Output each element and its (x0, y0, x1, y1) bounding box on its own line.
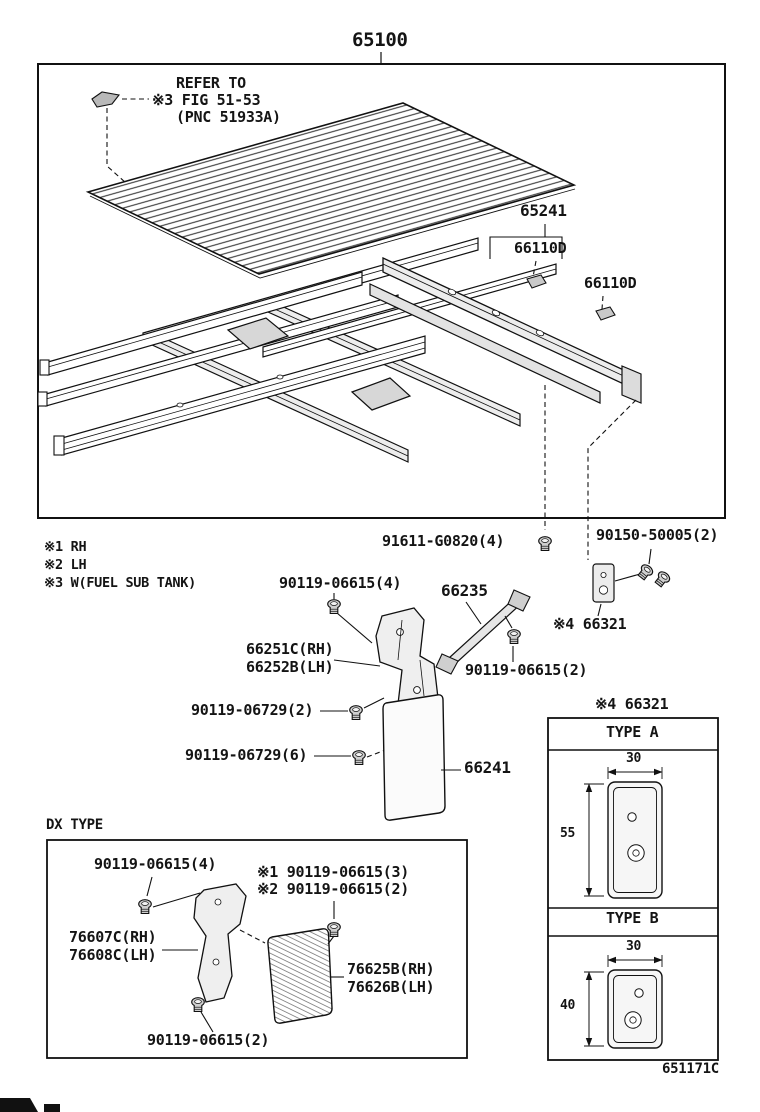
bolt-icon (352, 750, 366, 766)
part-label-66251c[interactable]: 66251C(RH) (246, 640, 334, 658)
part-label-91611-g0820[interactable]: 91611-G0820(4) (382, 532, 505, 550)
part-label-66235[interactable]: 66235 (441, 581, 488, 600)
part-label-66252b[interactable]: 66252B(LH) (246, 658, 334, 676)
mudguard-66241 (382, 694, 446, 821)
type-b-width-dim: 30 (626, 939, 642, 954)
part-label-76608c[interactable]: 76608C(LH) (69, 946, 157, 964)
part-label-66110d-1[interactable]: 66110D (514, 239, 567, 257)
bolt-icon (635, 562, 656, 582)
part-label-66241[interactable]: 66241 (464, 758, 511, 777)
part-label-65241[interactable]: 65241 (520, 201, 567, 220)
part-label-dx-90119-06615-4[interactable]: 90119-06615(4) (94, 855, 217, 873)
leader-65241 (489, 224, 563, 259)
dx-flap-76625b (267, 928, 333, 1024)
figure-number: 651171C (662, 1061, 719, 1077)
part-label-90119-06729-6[interactable]: 90119-06729(6) (185, 746, 308, 764)
clip-brackets-66110d (526, 274, 616, 321)
part-label-66110d-2[interactable]: 66110D (584, 274, 637, 292)
type-a-width-dim: 30 (626, 751, 642, 766)
part-label-76626b[interactable]: 76626B(LH) (347, 978, 435, 996)
refer-note-line3: (PNC 51933A) (176, 108, 281, 126)
legend-item-lh: ※2 LH (44, 557, 87, 573)
plate-66321 (592, 563, 615, 603)
bolt-icon (327, 599, 341, 615)
type-a-header: TYPE A (606, 723, 659, 741)
type-a-height-dim: 55 (560, 826, 576, 841)
bed-floor-panel (85, 102, 577, 279)
part-label-dx-note-2[interactable]: ※2 90119-06615(2) (257, 880, 409, 898)
type-b-plate (584, 955, 663, 1049)
part-label-65100[interactable]: 65100 (352, 29, 408, 51)
part-label-76607c[interactable]: 76607C(RH) (69, 928, 157, 946)
bolt-icon (138, 899, 152, 915)
part-label-90119-06615-2[interactable]: 90119-06615(2) (465, 661, 588, 679)
type-a-plate (584, 767, 663, 899)
part-label-66321-note[interactable]: ※4 66321 (553, 615, 627, 633)
dx-bracket-76607c (193, 883, 247, 1003)
refer-note-line1: REFER TO (176, 74, 246, 92)
bolt-icon (349, 705, 363, 721)
refer-note-line2: ※3 FIG 51-53 (152, 91, 261, 109)
legend-item-fuel-sub-tank: ※3 W(FUEL SUB TANK) (44, 575, 196, 591)
part-label-dx-90119-06615-2[interactable]: 90119-06615(2) (147, 1031, 270, 1049)
plate-detail-panel (547, 717, 719, 1061)
rear-cross-sill-65241 (369, 256, 642, 404)
type-b-height-dim: 40 (560, 998, 576, 1013)
part-label-90150-50005[interactable]: 90150-50005(2) (596, 526, 719, 544)
bolt-icon (191, 997, 205, 1013)
dx-leaders (146, 876, 344, 1033)
part-label-90119-06729-2[interactable]: 90119-06729(2) (191, 701, 314, 719)
legend-item-rh: ※1 RH (44, 539, 87, 555)
page-edge-artifact (0, 1098, 60, 1112)
brace-66235 (435, 589, 531, 675)
part-label-dx-note-1[interactable]: ※1 90119-06615(3) (257, 863, 409, 881)
solid-leaders (314, 548, 652, 771)
bolt-icon (652, 569, 673, 589)
part-label-90119-06615-4[interactable]: 90119-06615(4) (279, 574, 402, 592)
part-label-76625b[interactable]: 76625B(RH) (347, 960, 435, 978)
gusset-brackets (226, 317, 412, 411)
dx-type-section (46, 839, 468, 1059)
bolt-icon (507, 629, 521, 645)
type-b-header: TYPE B (606, 909, 659, 927)
plate-panel-title: ※4 66321 (595, 695, 669, 713)
bolt-icon (327, 922, 341, 938)
corner-bracket (91, 91, 149, 184)
bolt-icon (538, 536, 552, 552)
dx-section-title: DX TYPE (46, 817, 103, 833)
